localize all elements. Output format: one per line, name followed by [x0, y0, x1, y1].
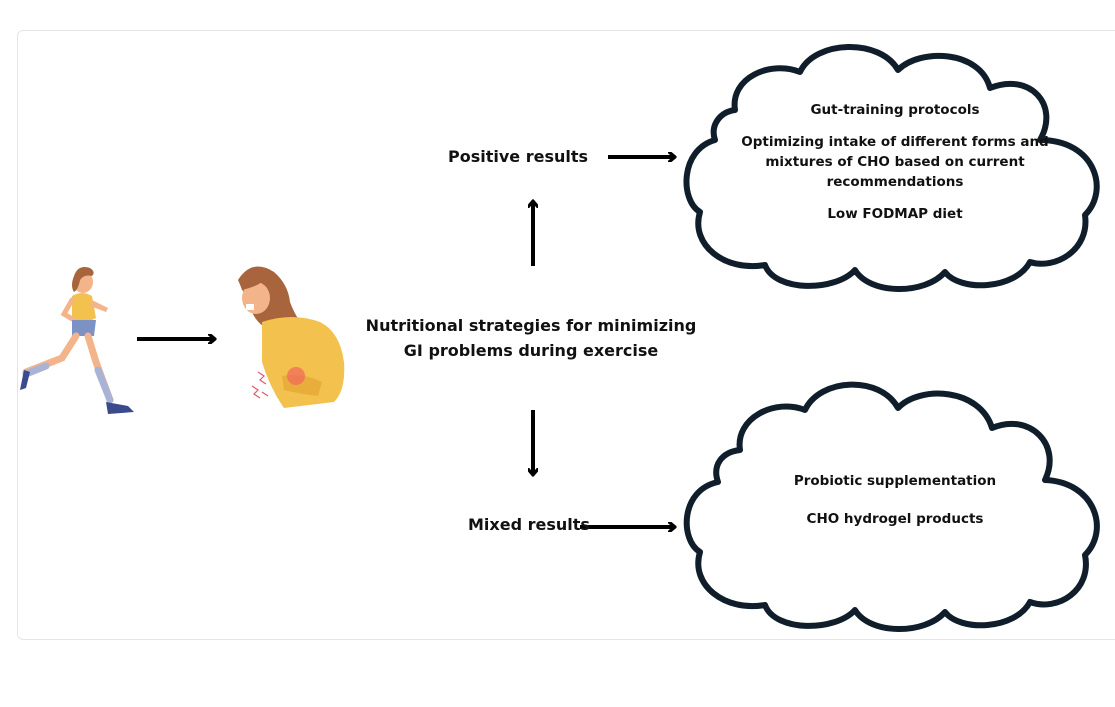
- mixed-item: CHO hydrogel products: [806, 511, 984, 527]
- mixed-items-list: Probiotic supplementation CHO hydrogel p…: [735, 471, 1055, 541]
- positive-item: Low FODMAP diet: [827, 206, 963, 222]
- positive-item: Optimizing intake of different forms and…: [741, 134, 1049, 190]
- mixed-item: Probiotic supplementation: [793, 473, 997, 489]
- positive-results-cloud: [683, 44, 1100, 292]
- center-label-line1: Nutritional strategies for minimizing: [365, 316, 697, 335]
- center-label-line2: GI problems during exercise: [403, 341, 659, 360]
- positive-items-list: Gut-training protocols Optimizing intake…: [735, 100, 1055, 236]
- mixed-results-cloud: [683, 381, 1100, 632]
- positive-results-label: Positive results: [448, 147, 589, 166]
- mixed-results-label: Mixed results: [468, 515, 590, 534]
- woman-running-icon: [20, 267, 134, 414]
- positive-item: Gut-training protocols: [810, 102, 980, 118]
- woman-stomach-ache-icon: [238, 266, 345, 408]
